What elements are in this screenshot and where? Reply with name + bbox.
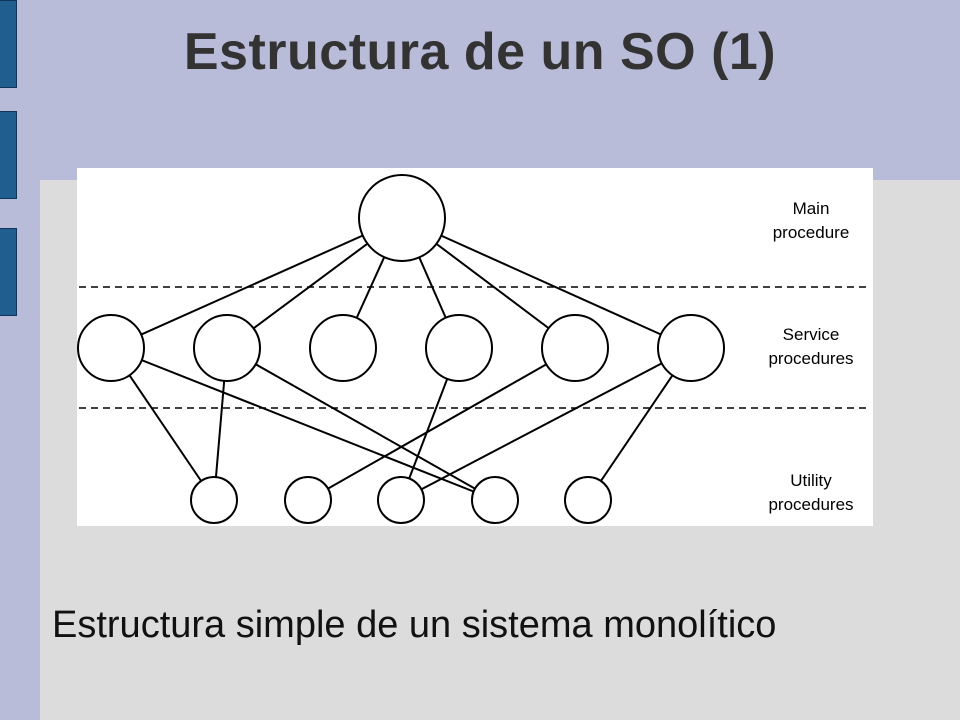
service-procedure-node-2	[193, 314, 261, 382]
accent-bar-2	[0, 111, 17, 199]
diagram-svg: Main procedure Service procedures Utilit…	[77, 174, 871, 524]
label-service-line1: Service	[783, 325, 840, 344]
utility-procedure-node-3	[377, 476, 425, 524]
edge-service6-utility3	[400, 347, 692, 501]
edge-service1-utility4	[110, 347, 496, 501]
service-procedure-node-6	[657, 314, 725, 382]
utility-procedure-node-4	[471, 476, 519, 524]
edge-service5-utility2	[307, 347, 576, 501]
utility-procedure-node-1	[190, 476, 238, 524]
slide-title: Estructura de un SO (1)	[183, 23, 777, 81]
label-utility-line2: procedures	[768, 495, 853, 514]
label-utility-line1: Utility	[790, 471, 832, 490]
main-procedure-node	[358, 174, 446, 262]
edge-main-service-6	[401, 217, 692, 349]
service-procedure-node-3	[309, 314, 377, 382]
label-main-line1: Main	[793, 199, 830, 218]
edge-main-service-1	[110, 217, 403, 349]
slide-caption: Estructura simple de un sistema monolíti…	[52, 604, 777, 646]
service-procedure-node-5	[541, 314, 609, 382]
monolithic-structure-diagram: Main procedure Service procedures Utilit…	[77, 168, 873, 526]
accent-bar-3	[0, 228, 17, 316]
service-procedure-node-1	[77, 314, 145, 382]
utility-procedure-node-5	[564, 476, 612, 524]
accent-bar-1	[0, 0, 17, 88]
service-procedure-node-4	[425, 314, 493, 382]
utility-procedure-node-2	[284, 476, 332, 524]
label-main-line2: procedure	[773, 223, 850, 242]
label-service-line2: procedures	[768, 349, 853, 368]
